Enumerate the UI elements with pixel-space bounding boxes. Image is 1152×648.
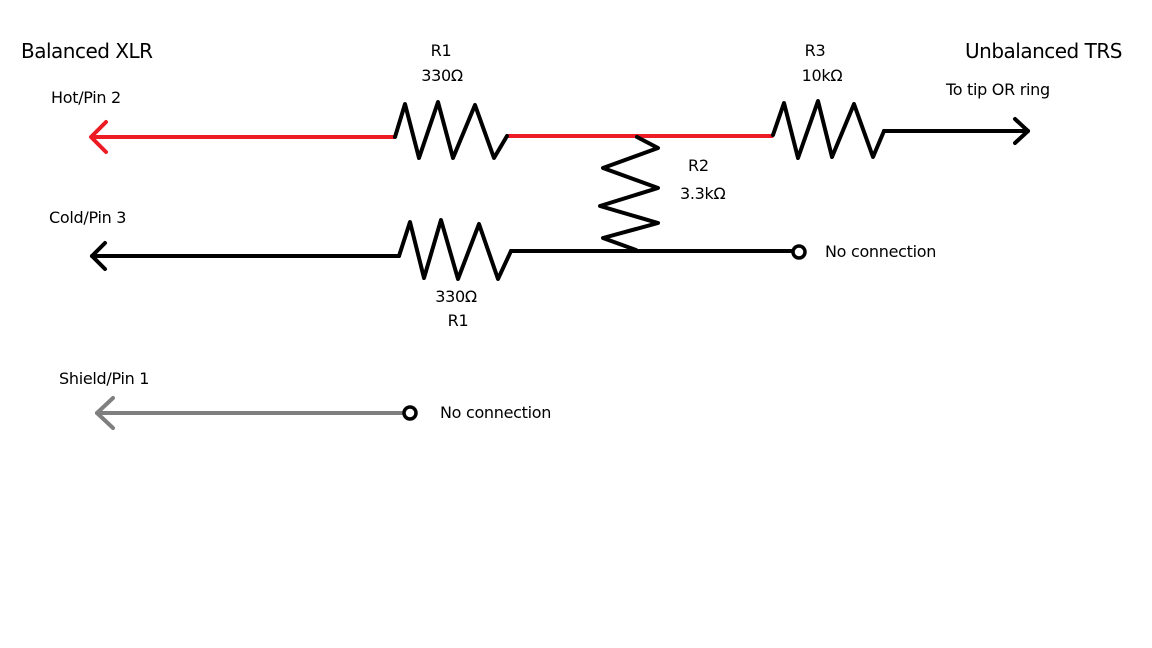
r2-resistor-symbol: [598, 135, 660, 252]
hot-arrow-head: [89, 120, 108, 154]
r2-name: R2: [688, 156, 709, 175]
r3-value: 10kΩ: [801, 66, 843, 85]
r1-hot-value: 330Ω: [421, 66, 463, 85]
cold-no-connection-terminal: [791, 244, 807, 260]
output-label: To tip OR ring: [946, 80, 1050, 99]
cold-arrow-head: [90, 241, 107, 271]
r1-hot-name: R1: [430, 41, 452, 60]
cold-pin-label: Cold/Pin 3: [49, 208, 127, 227]
shield-arrow-head: [95, 396, 115, 430]
r1-cold-value: 330Ω: [435, 287, 477, 306]
shield-pin-label: Shield/Pin 1: [59, 369, 150, 388]
r2-value: 3.3kΩ: [680, 184, 726, 203]
r3-name: R3: [804, 41, 826, 60]
unbalanced-trs-header: Unbalanced TRS: [965, 39, 1122, 63]
shield-no-connection-label: No connection: [440, 403, 552, 422]
r1-hot-resistor-symbol: [393, 100, 509, 160]
shield-no-connection-terminal: [402, 405, 418, 421]
r1-cold-resistor-symbol: [397, 218, 513, 281]
hot-pin-label: Hot/Pin 2: [51, 88, 121, 107]
r1-cold-name: R1: [447, 311, 469, 330]
cold-no-connection-label: No connection: [825, 242, 937, 261]
output-arrow-head: [1013, 117, 1030, 145]
balanced-xlr-header: Balanced XLR: [21, 39, 153, 63]
r3-resistor-symbol: [771, 99, 886, 160]
hot-wire: [89, 120, 774, 154]
